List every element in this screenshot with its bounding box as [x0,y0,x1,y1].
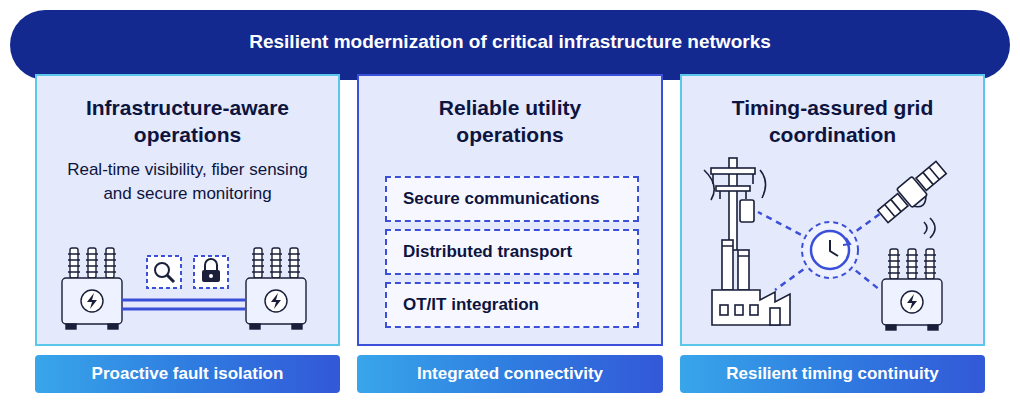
outcome-bar: Proactive fault isolation [35,355,340,393]
feature-box: OT/IT integration [385,282,639,328]
feature-label: OT/IT integration [403,295,539,315]
panel: Reliable utility operationsSecure commun… [357,74,663,346]
outcome-label: Resilient timing continuity [726,364,939,384]
outcome-bar: Integrated connectivity [357,355,663,393]
panel-heading: Infrastructure-aware operations [51,94,324,148]
panel-heading: Reliable utility operations [373,94,647,148]
feature-box: Secure communications [385,176,639,222]
diagram-title: Resilient modernization of critical infr… [10,10,1010,74]
outcome-label: Proactive fault isolation [92,364,284,384]
panel-heading: Timing-assured grid coordination [696,94,969,148]
outcome-label: Integrated connectivity [417,364,603,384]
panel-body: Real-time visibility, fiber sensing and … [51,158,324,206]
outcome-bar: Resilient timing continuity [680,355,985,393]
feature-box: Distributed transport [385,229,639,275]
feature-label: Distributed transport [403,242,572,262]
feature-label: Secure communications [403,189,600,209]
title-banner: Resilient modernization of critical infr… [10,10,1010,80]
